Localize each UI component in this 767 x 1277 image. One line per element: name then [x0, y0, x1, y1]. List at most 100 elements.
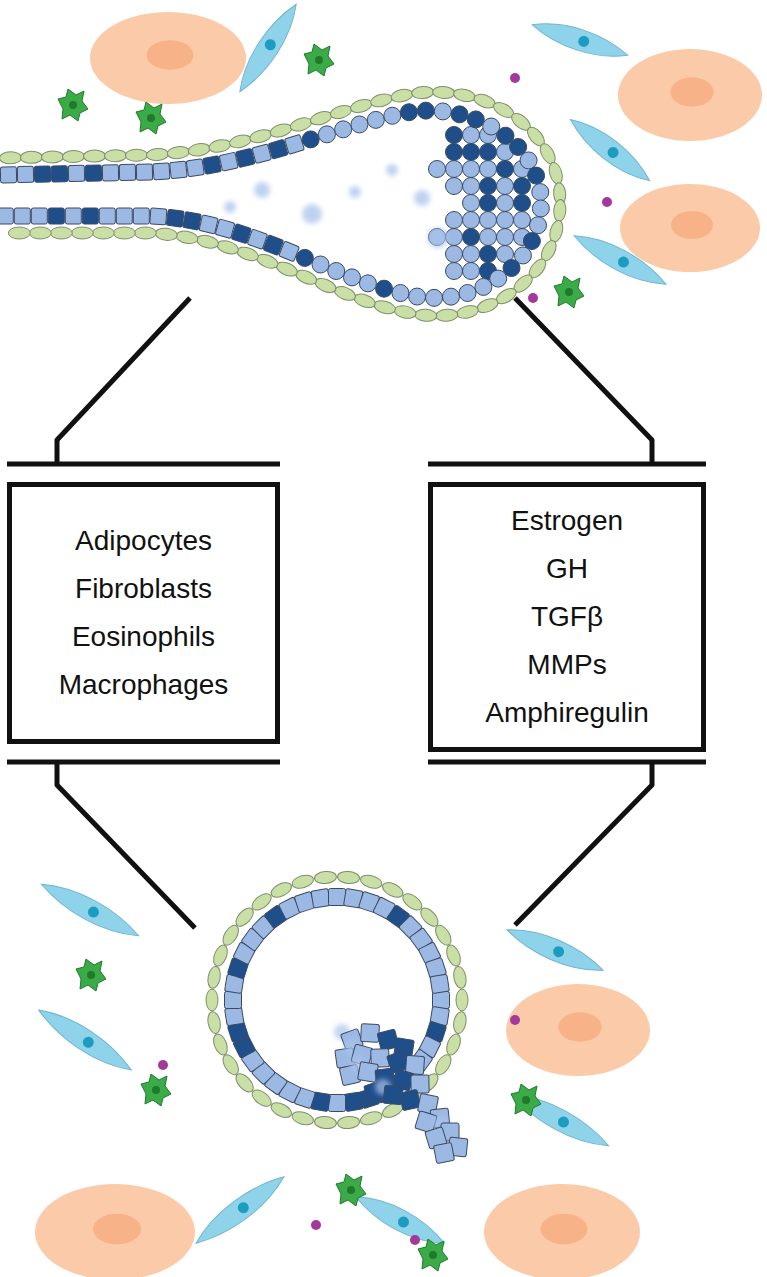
fibroblast-body — [503, 918, 606, 981]
bracket-bar — [7, 760, 280, 765]
cap-cell — [392, 285, 409, 302]
adipocyte — [620, 184, 760, 272]
cap-cell — [359, 275, 376, 292]
dark-cap-cell — [480, 195, 497, 212]
secreted-factor — [311, 1220, 321, 1230]
dark-luminal-cell — [34, 166, 50, 182]
myoepithelial-cell — [435, 308, 458, 322]
myoepithelial-cell — [444, 1032, 463, 1057]
lumen-secretion — [428, 228, 448, 248]
eosinophil-nucleus — [152, 1086, 160, 1094]
eosinophil — [58, 89, 88, 121]
adipocyte-body — [620, 184, 760, 272]
luminal-cell — [329, 1095, 346, 1112]
luminal-cell — [170, 161, 188, 179]
dark-cap-cell — [417, 102, 434, 119]
fibroblast-nucleus — [616, 254, 631, 269]
myoepithelial-cell — [455, 304, 479, 321]
fibroblast-body — [37, 873, 143, 946]
fibroblast — [570, 225, 671, 295]
luminal-cell — [219, 152, 238, 171]
luminal-cell — [433, 992, 450, 1009]
eosinophil — [511, 1084, 541, 1116]
fibroblast-nucleus — [556, 1114, 571, 1129]
cap-cell — [463, 263, 480, 280]
myoepithelial-cell — [337, 871, 360, 885]
dark-luminal-cell — [82, 208, 98, 224]
dark-cap-cell — [446, 127, 463, 144]
fibroblast — [507, 1083, 613, 1156]
cap-cell — [442, 288, 459, 305]
bracket-bar — [428, 760, 706, 765]
luminal-cell — [284, 134, 304, 154]
text-box: AdipocytesFibroblastsEosinophilsMacropha… — [7, 482, 280, 744]
cap-cell — [351, 116, 368, 133]
myoepithelial-cell — [29, 227, 51, 239]
cap-cell — [497, 229, 514, 246]
dark-cap-cell — [528, 167, 545, 184]
adipocyte-body — [506, 984, 650, 1076]
myoepithelial-cell — [71, 227, 93, 239]
luminal-cell — [17, 166, 33, 182]
box-text: Eosinophils — [72, 613, 215, 661]
myoepithelial-cell — [187, 142, 211, 157]
dark-cap-cell — [480, 144, 497, 161]
eosinophil-body — [554, 276, 584, 308]
luminal-cell — [430, 974, 449, 993]
adipocyte-body — [35, 1184, 195, 1277]
myoepithelial-cell — [393, 304, 417, 320]
dark-luminal-cell — [344, 1092, 363, 1111]
myoepithelial-cell — [475, 296, 500, 315]
dark-luminal-cell — [236, 148, 255, 167]
bracket-bar — [428, 462, 706, 467]
eosinophil-nucleus — [87, 971, 95, 979]
lumen-secretion — [414, 190, 430, 206]
box-text: GH — [546, 545, 588, 593]
cap-cell — [318, 126, 335, 143]
fibroblast-body — [565, 110, 655, 190]
myoepithelial-cell — [337, 1115, 360, 1129]
fibroblast-nucleus — [81, 1035, 96, 1050]
eosinophil-nucleus — [147, 114, 155, 122]
myoepithelial-cell — [8, 227, 30, 239]
cap-cell — [409, 288, 426, 305]
myoepithelial-cell — [369, 92, 393, 109]
lumen-secretion — [386, 164, 398, 176]
myoepithelial-cell — [206, 989, 218, 1011]
luminal-cell — [329, 889, 346, 906]
eosinophil-nucleus — [315, 56, 323, 64]
luminal-cell — [0, 167, 16, 183]
myoepithelial-cell — [291, 1110, 315, 1128]
myoepithelial-cell — [20, 151, 42, 163]
adipocyte — [506, 984, 650, 1076]
myoepithelial-cell — [456, 989, 468, 1011]
fibroblast-nucleus — [577, 34, 591, 48]
myoepithelial-cell — [206, 965, 222, 989]
luminal-cell — [68, 165, 84, 181]
fibroblast-nucleus — [551, 944, 566, 959]
luminal-cell — [199, 215, 218, 234]
luminal-cell — [215, 219, 235, 239]
dark-luminal-cell — [166, 209, 184, 227]
cap-cell — [532, 184, 549, 201]
myoepithelial-cell — [269, 880, 294, 901]
cap-cell — [497, 212, 514, 229]
luminal-cell — [0, 208, 13, 224]
eosinophil — [141, 1074, 171, 1106]
cap-cell — [463, 178, 480, 195]
myoepithelial-cell — [216, 238, 241, 256]
myoepithelial-cell — [0, 152, 22, 164]
adipocyte — [90, 12, 246, 104]
myoepithelial-cell — [372, 298, 396, 316]
cap-cell — [463, 246, 480, 263]
adipocyte-nucleus — [558, 1012, 601, 1041]
luminal-cell — [225, 1006, 244, 1025]
dark-cap-cell — [463, 144, 480, 161]
leader-line — [57, 762, 195, 928]
eosinophil-body — [76, 959, 106, 991]
cap-cell — [514, 212, 531, 229]
fibroblast-nucleus — [263, 37, 278, 52]
dark-cap-cell — [376, 280, 393, 297]
box-text: Fibroblasts — [75, 565, 212, 613]
